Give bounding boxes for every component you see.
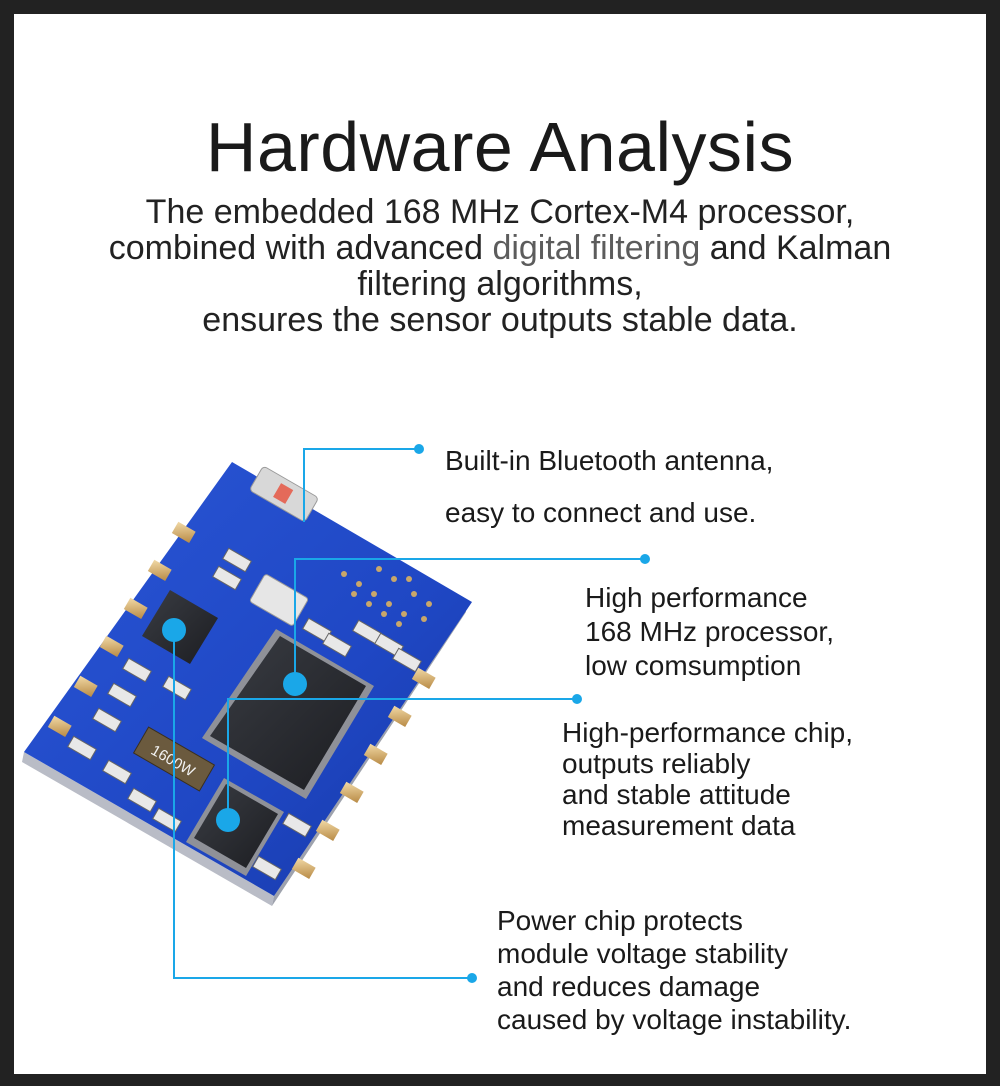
callout-chip-line-3: and stable attitude	[562, 779, 791, 810]
chip-leader-line	[227, 698, 577, 820]
callout-power-line-3: and reduces damage	[497, 971, 761, 1002]
description-line-4: ensures the sensor outputs stable data.	[202, 301, 798, 339]
callout-antenna-line-2: easy to connect and use.	[445, 497, 757, 528]
description-line-2-start: combined with advanced	[108, 229, 493, 267]
pcb-edge	[22, 752, 274, 906]
module-illustration: 1600W	[22, 444, 650, 983]
callout-processor-line-3: low comsumption	[585, 650, 802, 681]
component-markers	[162, 618, 307, 832]
castellated-pads-right	[291, 667, 436, 880]
callout-chip-line-1: High-performance chip,	[562, 717, 854, 748]
processor-leader-line	[294, 558, 645, 684]
antenna-leader-line	[303, 448, 419, 522]
callout-chip: High-performance chip, outputs reliably …	[562, 717, 853, 841]
callout-antenna-line-1: Built-in Bluetooth antenna,	[445, 445, 774, 476]
callout-chip-line-2: outputs reliably	[562, 748, 751, 779]
page-title: Hardware Analysis	[205, 108, 795, 186]
pcb-module: 1600W	[22, 462, 472, 906]
castellated-pads-left	[47, 521, 196, 738]
callout-power-line-4: caused by voltage instability.	[497, 1004, 852, 1035]
processor-marker	[283, 672, 307, 696]
callout-antenna: Built-in Bluetooth antenna, easy to conn…	[445, 435, 773, 539]
description-line-3: filtering algorithms,	[357, 265, 643, 303]
description-line-2-end: and Kalman	[700, 229, 892, 267]
antenna-vias	[341, 566, 432, 627]
callout-power-line-2: module voltage stability	[497, 938, 789, 969]
chip-marker	[216, 808, 240, 832]
description-line-2: combined with advanced digital filtering…	[14, 230, 986, 266]
crystal-oscillator	[249, 574, 309, 626]
page-description: The embedded 168 MHz Cortex-M4 processor…	[14, 194, 986, 338]
callout-power-line-1: Power chip protects	[497, 905, 743, 936]
product-panel: Hardware Analysis The embedded 168 MHz C…	[14, 14, 986, 1074]
leader-lines	[173, 448, 645, 979]
callout-processor-line-2: 168 MHz processor,	[585, 616, 834, 647]
callout-processor-line-1: High performance	[585, 582, 808, 613]
power-leader-line	[173, 630, 472, 979]
callout-power: Power chip protects module voltage stabi…	[497, 904, 851, 1036]
description-highlight: digital filtering	[492, 229, 701, 267]
passive-components	[67, 547, 422, 881]
main-processor-chip	[202, 629, 374, 799]
power-marker	[162, 618, 186, 642]
leader-dots	[414, 444, 650, 983]
description-line-1: The embedded 168 MHz Cortex-M4 processor…	[145, 193, 855, 231]
callout-chip-line-4: measurement data	[562, 810, 796, 841]
bluetooth-antenna	[250, 466, 318, 522]
callout-processor: High performance 168 MHz processor, low …	[585, 581, 834, 683]
